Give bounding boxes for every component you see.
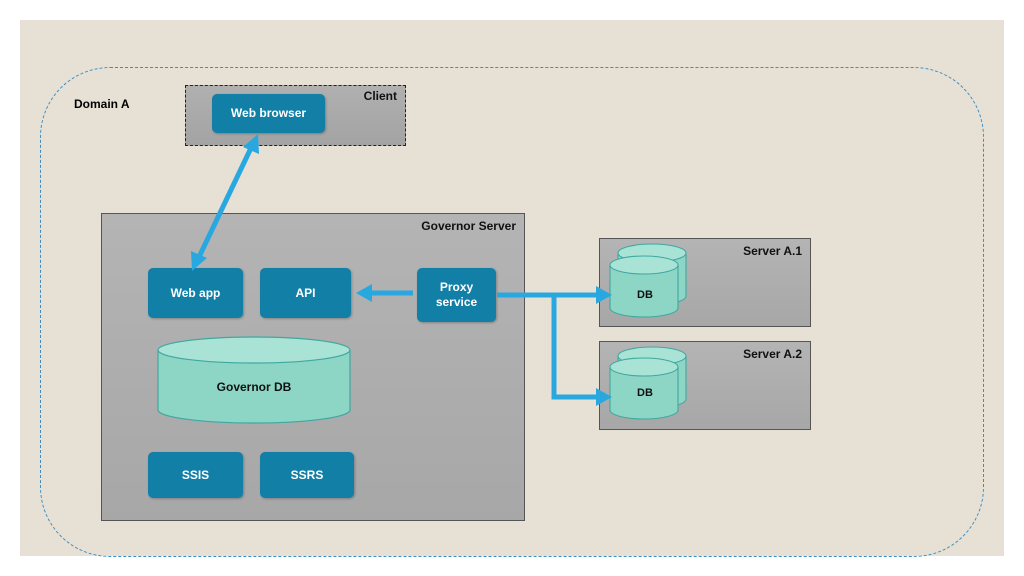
governor-db-cylinder[interactable]: Governor DB [157, 336, 351, 424]
domain-a-boundary [40, 67, 984, 557]
api-box[interactable]: API [260, 268, 351, 318]
server-a1-db-label: DB [637, 289, 653, 301]
server-a2-db-cylinder[interactable]: DB [609, 346, 687, 420]
server-a2-label: Server A.2 [743, 347, 802, 361]
proxy-to-db-a1-arrow [497, 286, 612, 304]
web-app-box[interactable]: Web app [148, 268, 243, 318]
browser-webapp-arrow [191, 134, 259, 271]
server-a2-db-label: DB [637, 387, 653, 399]
web-browser-box[interactable]: Web browser [212, 94, 325, 133]
client-label: Client [363, 89, 397, 103]
proxy-to-db-a2-arrow [551, 295, 612, 406]
proxy-service-box[interactable]: Proxy service [417, 268, 496, 322]
server-a1-label: Server A.1 [743, 244, 802, 258]
proxy-to-api-arrow [356, 284, 413, 302]
ssrs-box[interactable]: SSRS [260, 452, 354, 498]
governor-db-label: Governor DB [217, 380, 292, 394]
domain-label: Domain A [74, 97, 130, 111]
server-a1-db-cylinder[interactable]: DB [609, 243, 687, 318]
ssis-box[interactable]: SSIS [148, 452, 243, 498]
governor-server-label: Governor Server [421, 219, 516, 233]
